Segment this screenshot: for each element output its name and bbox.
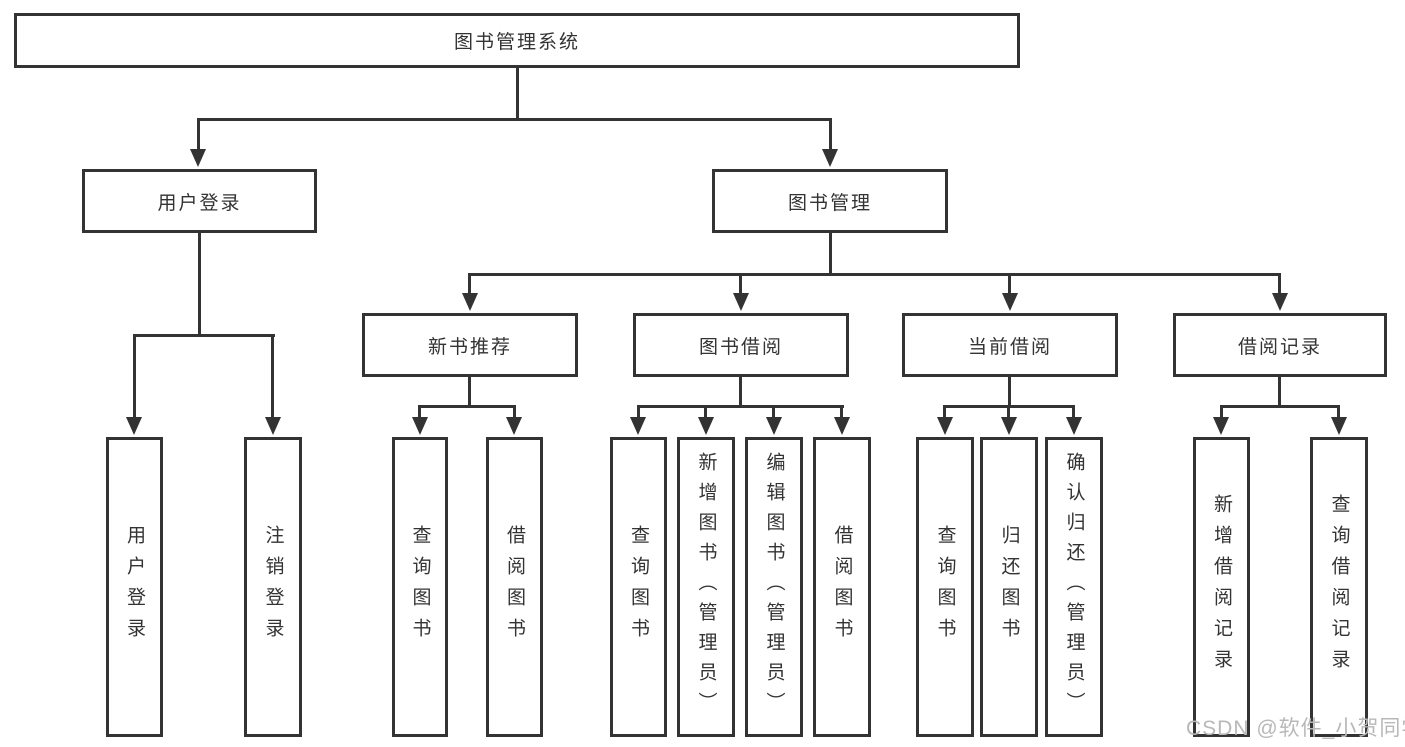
arrow-to-current-borrow [1008,273,1011,299]
arrowhead-br-add [1213,417,1229,435]
arrow-to-book-borrow [739,273,742,299]
arrowhead-nbr-borrow [506,417,522,435]
arrow-bb-query [637,405,640,423]
connector-book-borrow-stem [739,377,742,408]
connector-user-login-stem [198,233,201,337]
arrowhead-cb-return [1001,417,1017,435]
node-leaf-return-book: 归还图书 [980,437,1038,737]
connector-book-mgmt-stem [829,233,832,276]
arrow-to-borrow-record [1278,273,1281,299]
arrowhead-to-leaf-user-login [126,417,142,435]
arrowhead-bb-add [698,417,714,435]
arrowhead-to-book-borrow [733,293,749,311]
node-current-borrow: 当前借阅 [902,313,1118,377]
arrowhead-to-book-mgmt [822,149,838,167]
connector-borrow-record-stem [1278,377,1281,408]
connector-new-book-rec-stem [468,377,471,408]
arrow-to-new-book-rec [468,273,471,299]
arrow-to-leaf-logout [271,334,274,423]
arrowhead-to-borrow-record [1272,293,1288,311]
connector-book-mgmt-branch [468,273,1281,276]
node-leaf-query-book-3: 查询图书 [916,437,974,737]
node-leaf-add-book: 新增图书（管理员） [677,437,735,737]
arrow-cb-return [1007,405,1010,423]
node-leaf-query-borrow-record: 查询借阅记录 [1310,437,1368,737]
connector-root-stem [516,68,519,121]
connector-root-branch [197,118,831,121]
arrow-bb-add [704,405,707,423]
connector-user-login-branch [133,334,275,337]
arrowhead-cb-confirm [1066,417,1082,435]
arrowhead-to-new-book-rec [462,293,478,311]
node-leaf-add-borrow-record: 新增借阅记录 [1193,437,1250,737]
node-leaf-confirm-return: 确认归还（管理员） [1045,437,1103,737]
connector-current-borrow-stem [1008,377,1011,408]
arrowhead-cb-query [937,417,953,435]
arrow-cb-query [943,405,946,423]
node-leaf-borrow-book-1: 借阅图书 [486,437,543,737]
arrowhead-bb-borrow [834,417,850,435]
arrow-bb-edit [772,405,775,423]
connector-book-borrow-branch [637,405,844,408]
csdn-watermark: CSDN @软件_小贺同学 [1186,717,1405,740]
node-leaf-query-book-1: 查询图书 [392,437,448,737]
node-leaf-query-book-2: 查询图书 [610,437,667,737]
arrow-br-query [1337,405,1340,423]
node-root: 图书管理系统 [14,13,1020,68]
connector-new-book-rec-branch [418,405,516,408]
arrowhead-to-user-login [190,149,206,167]
arrow-to-leaf-user-login [133,334,136,423]
node-book-mgmt: 图书管理 [712,169,948,233]
arrowhead-nbr-query [412,417,428,435]
node-user-login: 用户登录 [82,169,317,233]
arrow-to-user-login [197,118,200,155]
node-leaf-logout: 注销登录 [244,437,302,737]
arrow-cb-confirm [1072,405,1075,423]
arrow-nbr-borrow [513,405,516,423]
connector-borrow-record-branch [1220,405,1340,408]
node-book-borrow: 图书借阅 [633,313,849,377]
node-leaf-borrow-book-2: 借阅图书 [813,437,871,737]
arrowhead-to-leaf-logout [265,417,281,435]
arrow-nbr-query [418,405,421,423]
arrowhead-to-current-borrow [1002,293,1018,311]
node-leaf-edit-book: 编辑图书（管理员） [745,437,803,737]
arrow-bb-borrow [840,405,843,423]
arrow-br-add [1220,405,1223,423]
arrow-to-book-mgmt [829,118,832,155]
arrowhead-br-query [1331,417,1347,435]
node-leaf-user-login: 用户登录 [106,437,163,737]
node-borrow-record: 借阅记录 [1173,313,1387,377]
node-new-book-rec: 新书推荐 [362,313,578,377]
arrowhead-bb-edit [766,417,782,435]
arrowhead-bb-query [630,417,646,435]
